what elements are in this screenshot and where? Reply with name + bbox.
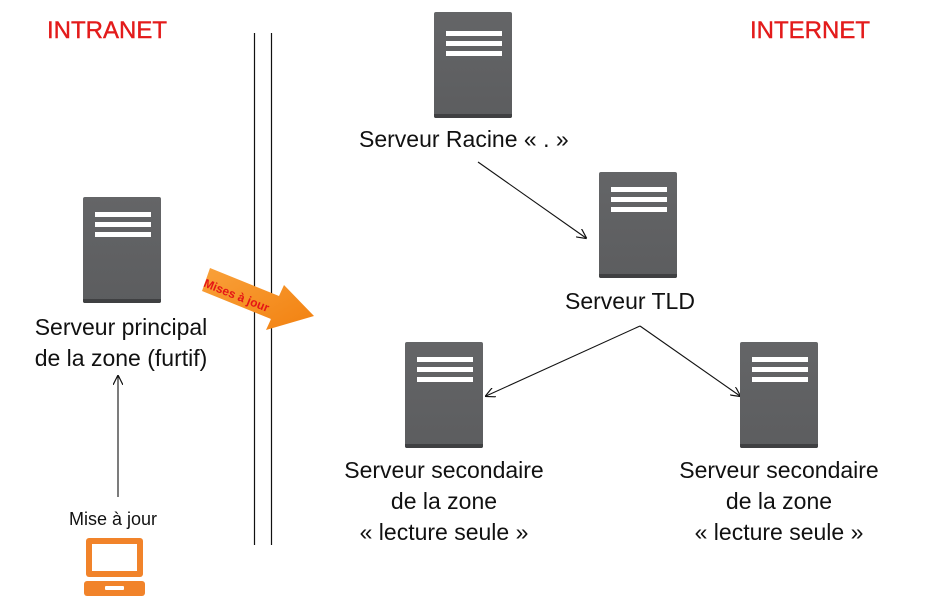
- arrow-tld-to-secondary-left: [486, 325, 641, 396]
- laptop-icon: [84, 538, 145, 596]
- primary-server-icon: [83, 197, 161, 303]
- secondary-left-server-icon: [405, 342, 483, 448]
- secondary-right-line2: de la zone: [725, 488, 833, 514]
- secondary-right-line1: Serveur secondaire: [679, 457, 879, 483]
- secondary-left-label: Serveur secondaire de la zone « lecture …: [333, 455, 555, 548]
- updates-arrow: [202, 268, 314, 330]
- primary-server-label: Serveur principal de la zone (furtif): [23, 312, 219, 374]
- intranet-title: INTRANET: [47, 17, 167, 44]
- tld-server-icon: [599, 172, 677, 278]
- secondary-right-label: Serveur secondaire de la zone « lecture …: [668, 455, 890, 548]
- root-server-label: Serveur Racine « . »: [359, 126, 569, 152]
- arrow-root-to-tld: [477, 161, 586, 238]
- secondary-left-line2: de la zone: [390, 488, 498, 514]
- arrow-tld-to-secondary-right: [639, 325, 740, 396]
- secondary-right-server-icon: [740, 342, 818, 448]
- secondary-left-line3: « lecture seule »: [359, 519, 529, 545]
- laptop-label: Mise à jour: [69, 509, 158, 529]
- root-server-icon: [434, 12, 512, 118]
- tld-server-label: Serveur TLD: [565, 288, 695, 314]
- primary-label-line1: Serveur principal: [34, 314, 208, 340]
- secondary-left-line1: Serveur secondaire: [344, 457, 544, 483]
- secondary-right-line3: « lecture seule »: [694, 519, 864, 545]
- internet-title: INTERNET: [750, 17, 870, 44]
- primary-label-line2: de la zone (furtif): [34, 345, 208, 371]
